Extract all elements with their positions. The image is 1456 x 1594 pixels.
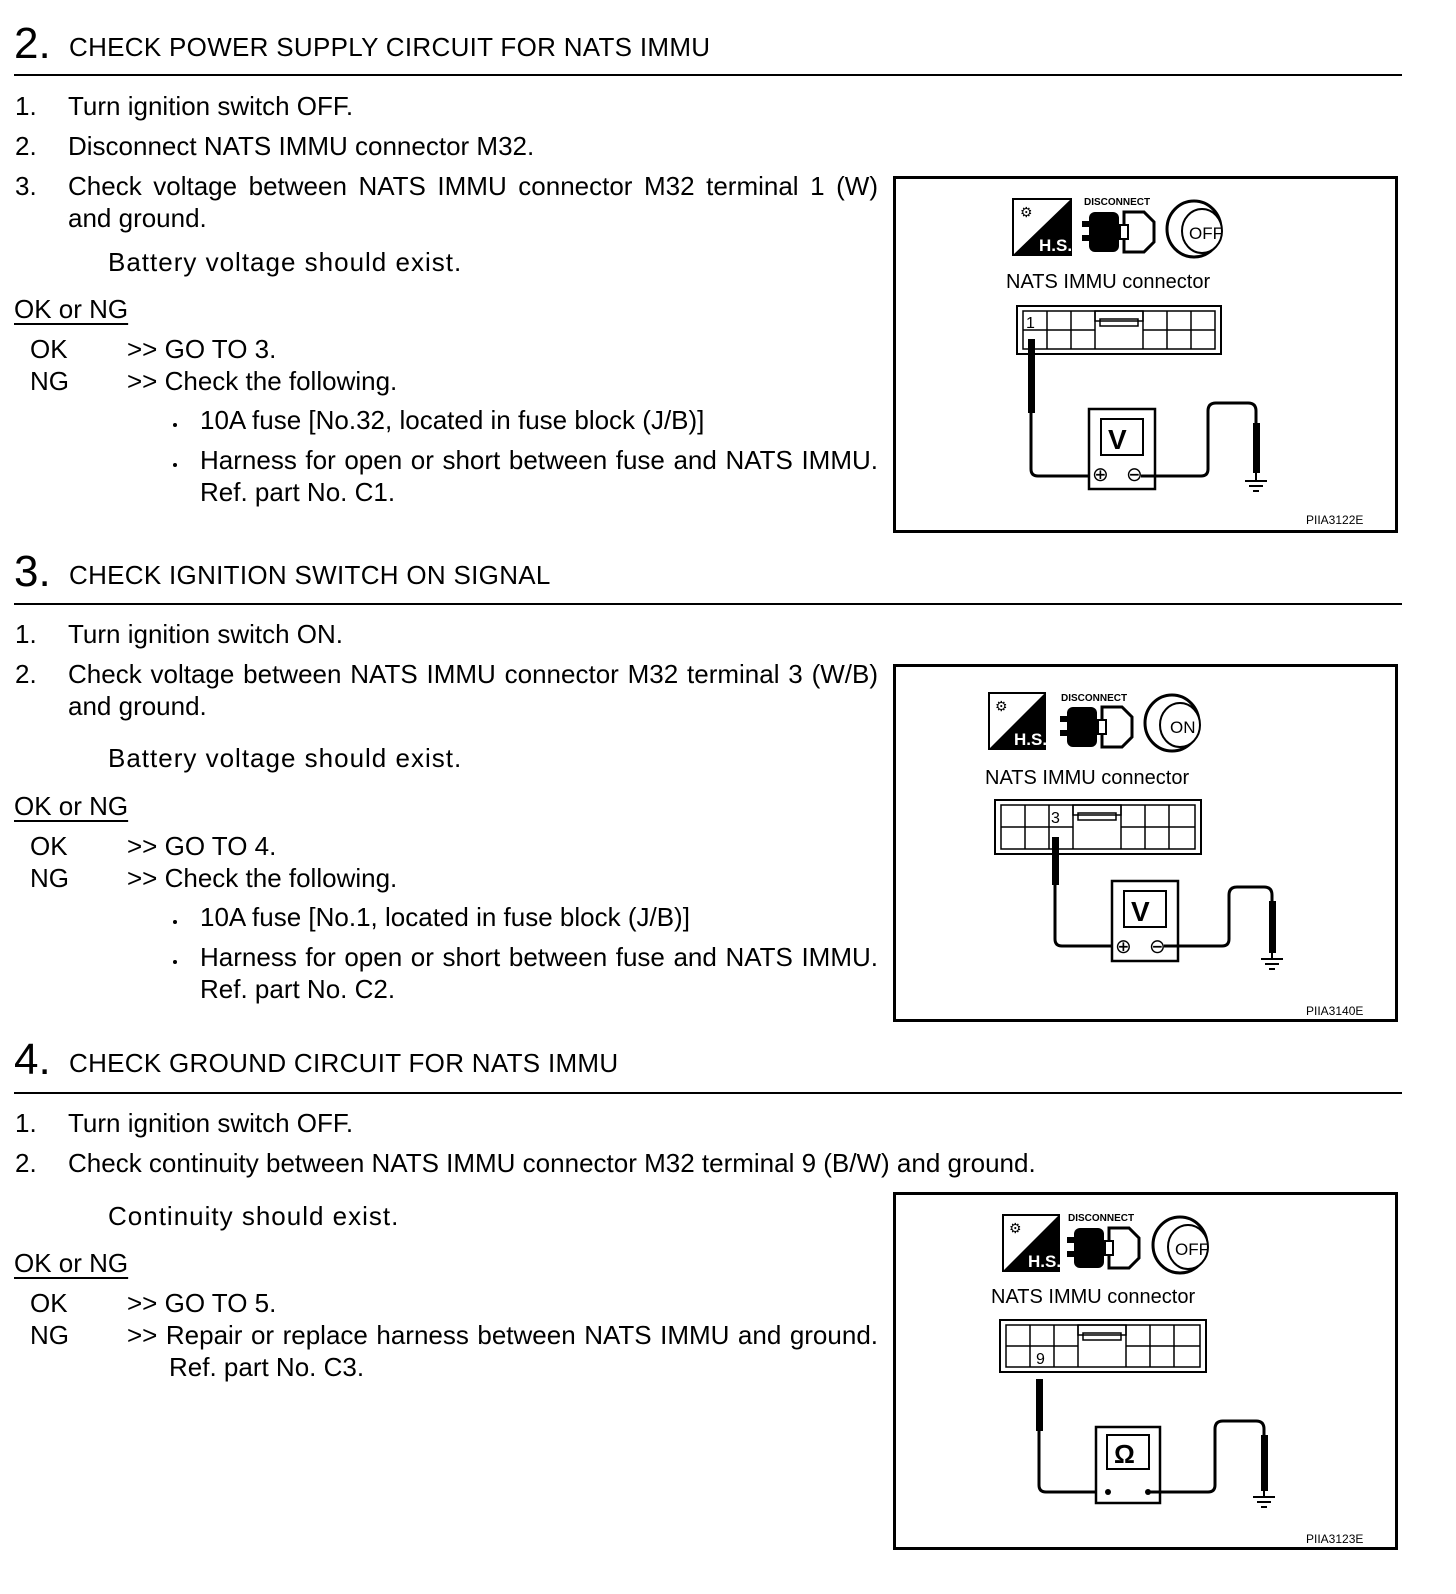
item-text: Turn ignition switch OFF. [68, 91, 354, 121]
bullet-dot [173, 463, 177, 467]
item-text: Disconnect NATS IMMU connector M32. [68, 131, 535, 161]
figure-code: PIIA3140E [1306, 1004, 1363, 1018]
ground-icon [1253, 1491, 1275, 1508]
ok-label: OK [30, 831, 68, 861]
svg-text:1: 1 [1026, 315, 1035, 332]
disconnect-icon: DISCONNECT [1082, 197, 1156, 254]
ng-action: >> Repair or replace harness between NAT… [127, 1320, 878, 1382]
connector-diagram: 3 [994, 799, 1202, 855]
bullet-text: Harness for open or short between fuse a… [200, 445, 878, 507]
figure-voltage-check-terminal-3: ⚙ H.S. DISCONNECT ON NATS IMMU connector [893, 664, 1398, 1022]
svg-text:OFF: OFF [1175, 1240, 1209, 1259]
bullet-dot [173, 920, 177, 924]
disconnect-icon: DISCONNECT [1067, 1213, 1141, 1270]
ignition-key-icon: OFF [1151, 1215, 1209, 1275]
svg-text:⚙: ⚙ [1020, 204, 1033, 220]
svg-text:V: V [1131, 896, 1150, 927]
okng-heading: OK or NG [14, 1248, 129, 1278]
item-text: Turn ignition switch OFF. [68, 1108, 354, 1138]
ok-action: >> GO TO 4. [127, 831, 277, 861]
svg-text:⊕: ⊕ [1115, 936, 1132, 958]
item-text: Check voltage between NATS IMMU connecto… [68, 171, 878, 233]
hs-icon: ⚙ H.S. [988, 692, 1047, 750]
svg-text:H.S.: H.S. [1028, 1252, 1061, 1271]
svg-text:H.S.: H.S. [1039, 236, 1072, 255]
hs-icon: ⚙ H.S. [1002, 1214, 1061, 1272]
svg-text:⊕: ⊕ [1092, 464, 1109, 486]
ok-label: OK [30, 334, 68, 364]
ignition-key-icon: OFF [1165, 199, 1223, 259]
svg-text:OFF: OFF [1189, 224, 1223, 243]
svg-text:3: 3 [1051, 810, 1060, 827]
step-number: 4. [14, 1035, 51, 1084]
svg-text:Ω: Ω [1114, 1439, 1135, 1469]
item-text: Check continuity between NATS IMMU conne… [68, 1148, 1036, 1178]
svg-text:⚙: ⚙ [1009, 1220, 1022, 1236]
svg-text:⊖: ⊖ [1126, 464, 1143, 486]
item-number: 3. [15, 171, 37, 201]
ng-label: NG [30, 863, 69, 893]
item-number: 2. [15, 131, 37, 161]
bullet-dot [173, 423, 177, 427]
disconnect-icon: DISCONNECT [1060, 693, 1134, 749]
item-text: Turn ignition switch ON. [68, 619, 344, 649]
step-number: 2. [14, 19, 51, 68]
item-number: 1. [15, 619, 37, 649]
svg-text:DISCONNECT: DISCONNECT [1068, 1213, 1134, 1224]
item-number: 2. [15, 659, 37, 689]
ignition-key-icon: ON [1143, 693, 1201, 753]
ok-label: OK [30, 1288, 68, 1318]
step-title: CHECK IGNITION SWITCH ON SIGNAL [69, 560, 551, 590]
step-title: CHECK GROUND CIRCUIT FOR NATS IMMU [69, 1048, 619, 1078]
ng-action: >> Check the following. [127, 863, 398, 893]
bullet-dot [173, 960, 177, 964]
ground-icon [1245, 473, 1267, 492]
bullet-text: 10A fuse [No.32, located in fuse block (… [200, 405, 705, 435]
divider [14, 1092, 1402, 1094]
connector-diagram: 9 [999, 1319, 1207, 1373]
item-text: Check voltage between NATS IMMU connecto… [68, 659, 878, 721]
svg-text:H.S.: H.S. [1014, 730, 1047, 749]
svg-text:DISCONNECT: DISCONNECT [1061, 693, 1127, 704]
svg-text:9: 9 [1036, 1351, 1045, 1368]
ground-icon [1261, 953, 1283, 970]
figure-voltage-check-terminal-1: ⚙ H.S. DISCONNECT OFF NATS IMMU connecto… [893, 176, 1398, 533]
figure-code: PIIA3123E [1306, 1532, 1363, 1546]
connector-label: NATS IMMU connector [1006, 271, 1210, 293]
divider [14, 603, 1402, 605]
figure-continuity-check-terminal-9: ⚙ H.S. DISCONNECT OFF NATS IMMU connecto… [893, 1192, 1398, 1550]
svg-text:V: V [1108, 424, 1127, 455]
spec-text: Battery voltage should exist. [108, 247, 463, 277]
ng-label: NG [30, 1320, 69, 1350]
spec-text: Continuity should exist. [108, 1201, 400, 1231]
connector-label: NATS IMMU connector [985, 767, 1189, 789]
okng-heading: OK or NG [14, 791, 129, 821]
svg-text:⚙: ⚙ [995, 698, 1008, 714]
bullet-text: Harness for open or short between fuse a… [200, 942, 878, 1004]
figure-code: PIIA3122E [1306, 513, 1363, 527]
item-number: 1. [15, 1108, 37, 1138]
connector-label: NATS IMMU connector [991, 1286, 1195, 1308]
ng-action: >> Check the following. [127, 366, 398, 396]
svg-text:ON: ON [1170, 718, 1196, 737]
hs-icon: ⚙ H.S. [1012, 198, 1072, 256]
divider [14, 74, 1402, 76]
okng-heading: OK or NG [14, 294, 129, 324]
item-number: 1. [15, 91, 37, 121]
svg-text:⊖: ⊖ [1149, 936, 1166, 958]
item-number: 2. [15, 1148, 37, 1178]
step-title: CHECK POWER SUPPLY CIRCUIT FOR NATS IMMU [69, 32, 711, 62]
ok-action: >> GO TO 3. [127, 334, 277, 364]
bullet-text: 10A fuse [No.1, located in fuse block (J… [200, 902, 690, 932]
spec-text: Battery voltage should exist. [108, 743, 463, 773]
ok-action: >> GO TO 5. [127, 1288, 277, 1318]
step-number: 3. [14, 547, 51, 596]
svg-text:DISCONNECT: DISCONNECT [1084, 197, 1150, 208]
connector-diagram: 1 [1016, 305, 1222, 355]
ng-label: NG [30, 366, 69, 396]
